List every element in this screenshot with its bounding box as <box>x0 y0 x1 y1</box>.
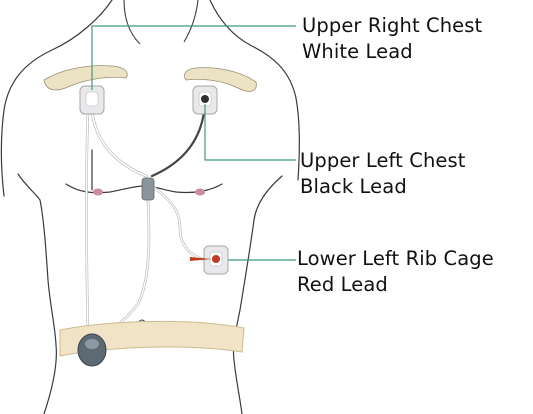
label-line-1: Upper Right Chest <box>302 13 482 39</box>
electrode-pad-icon <box>80 86 104 114</box>
lead-junction <box>142 178 154 200</box>
label-lower-left-rib-cage-red-lead: Lower Left Rib Cage Red Lead <box>297 246 494 298</box>
recorder-device-icon <box>78 334 106 366</box>
torso-outline <box>1 0 299 414</box>
clavicles <box>44 66 256 92</box>
label-line-2: White Lead <box>302 39 482 65</box>
label-upper-left-chest-black-lead: Upper Left Chest Black Lead <box>300 148 466 200</box>
lead-wires <box>87 112 207 344</box>
label-upper-right-chest-white-lead: Upper Right Chest White Lead <box>302 13 482 65</box>
label-line-2: Red Lead <box>297 272 494 298</box>
label-line-1: Lower Left Rib Cage <box>297 246 494 272</box>
label-line-2: Black Lead <box>300 174 466 200</box>
neck-outline <box>124 0 198 44</box>
electrode-pad-icon <box>190 246 228 274</box>
label-line-1: Upper Left Chest <box>300 148 466 174</box>
